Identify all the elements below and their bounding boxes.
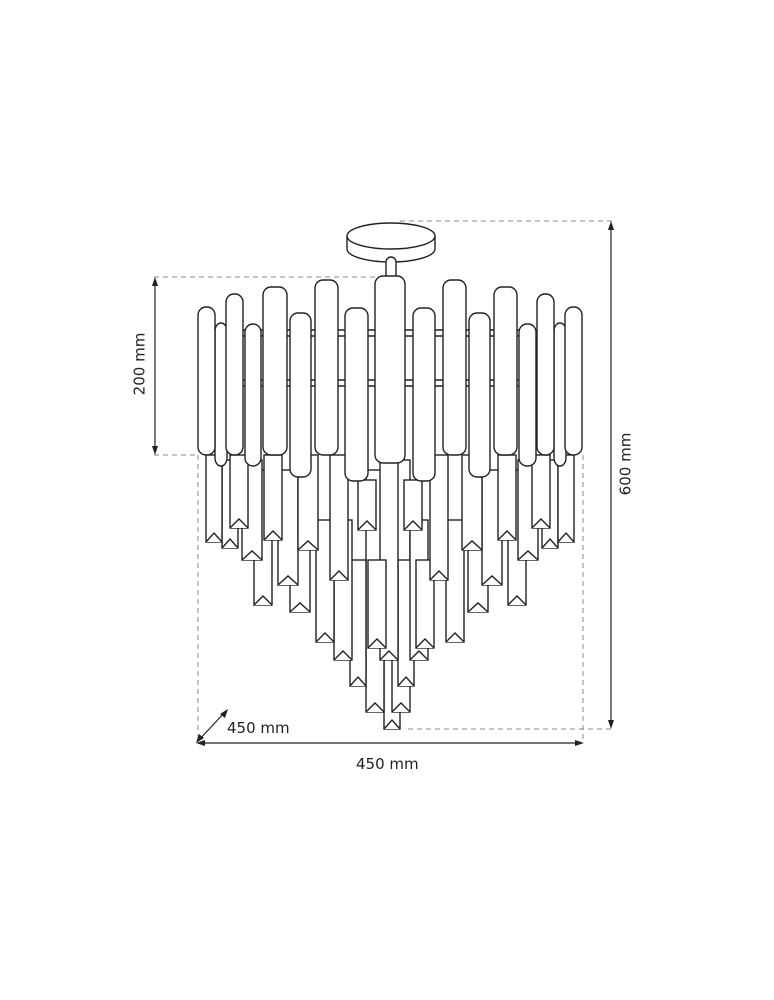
dimension-guides	[154, 220, 612, 742]
dimension-label-height-total: 600 mm	[616, 432, 635, 496]
dimension-label-height-upper: 200 mm	[130, 332, 149, 396]
crystal-prisms	[205, 454, 575, 730]
dimension-label-depth: 450 mm	[227, 719, 290, 737]
dimension-arrows	[152, 221, 614, 746]
glass-tubes	[197, 275, 583, 482]
chandelier	[197, 222, 583, 730]
dimension-label-width: 450 mm	[356, 755, 419, 773]
ceiling-canopy	[346, 222, 436, 280]
